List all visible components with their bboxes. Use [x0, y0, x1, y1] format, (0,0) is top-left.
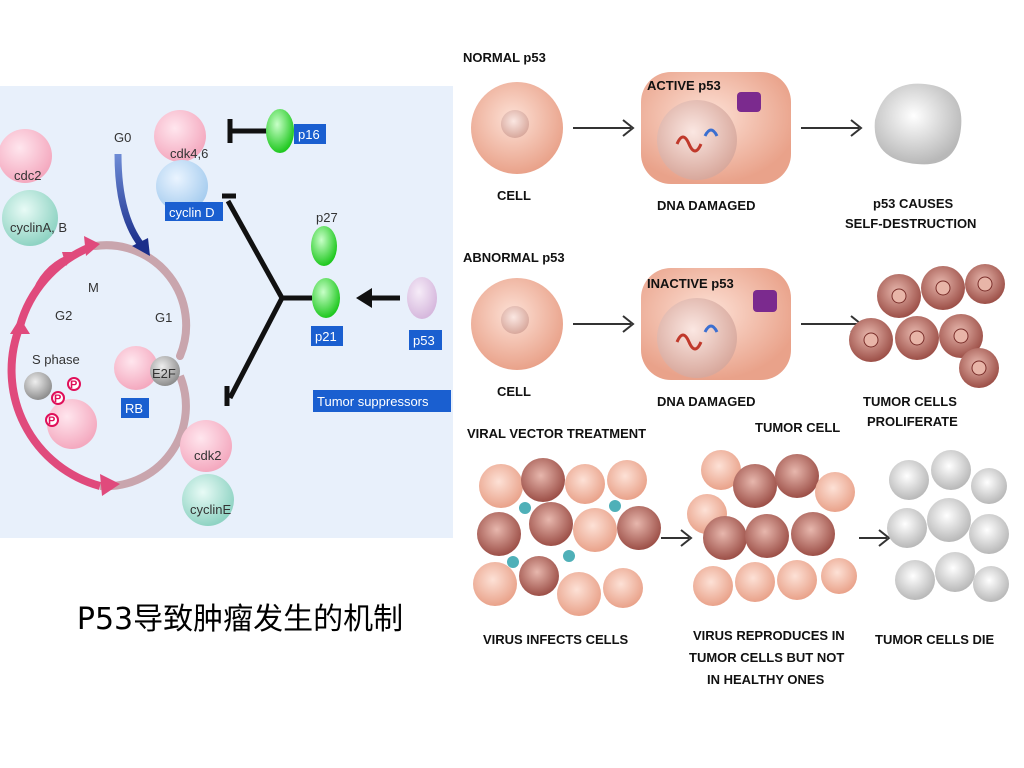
branch-lower	[227, 296, 285, 400]
reproduces-label-1: VIRUS REPRODUCES IN	[693, 628, 845, 643]
p21-label: p21	[315, 329, 337, 344]
cdc2-label: cdc2	[14, 168, 41, 183]
self-destruct-label-1: p53 CAUSES	[873, 196, 954, 211]
phospho-label-2: P	[54, 393, 61, 405]
cdk46-protein	[154, 110, 206, 162]
virus-reproducing-cells	[687, 450, 857, 606]
p53-label: p53	[413, 333, 435, 348]
cdk2-protein	[180, 420, 232, 472]
p27-protein	[311, 226, 337, 266]
p53-box	[409, 330, 442, 350]
abnormal-cell-nucleus	[501, 306, 529, 334]
damaged-nucleus-1	[657, 100, 737, 180]
rb-protein	[114, 346, 158, 390]
tumor-cell-label: TUMOR CELL	[755, 420, 840, 435]
p21-box	[311, 326, 343, 346]
reproduces-label-3: IN HEALTHY ONES	[707, 672, 825, 687]
cdk2-label: cdk2	[194, 448, 221, 463]
self-destruct-label-2: SELF-DESTRUCTION	[845, 216, 976, 231]
p16-protein	[266, 109, 294, 153]
virus-infects-label: VIRUS INFECTS CELLS	[483, 632, 629, 647]
active-p53-protein	[737, 92, 761, 112]
phase-g1: G1	[155, 310, 172, 325]
normal-cell-nucleus	[501, 110, 529, 138]
cyclin-e-protein	[182, 474, 234, 526]
cyclin-d-label: cyclin D	[169, 205, 215, 220]
phase-m: M	[88, 280, 99, 295]
inactive-p53-protein	[753, 290, 777, 312]
abnormal-cell-label: CELL	[497, 384, 531, 399]
active-p53-label: ACTIVE p53	[647, 78, 721, 93]
cycle-arrowhead-inner	[62, 252, 78, 266]
cell-cycle-diagram: G0 M G2 G1 S phase cdc2 cyclinA, B cdk4,…	[0, 86, 453, 538]
phospho-label-3: P	[48, 415, 55, 427]
cyclin-d-protein	[156, 160, 208, 212]
cycle-arc-left	[7, 324, 102, 490]
rb-box	[121, 398, 149, 418]
p16-label: p16	[298, 127, 320, 142]
cycle-arrowhead-left	[10, 318, 30, 334]
viral-heading: VIRAL VECTOR TREATMENT	[467, 426, 646, 441]
dead-tumor-cells	[887, 450, 1009, 602]
cycle-arc-g2	[16, 244, 90, 328]
cycle-arc-g1	[91, 241, 191, 360]
phase-s: S phase	[32, 352, 80, 367]
damaged-nucleus-2	[657, 298, 737, 378]
p53-fate-diagram: NORMAL p53 CELL ACTIVE p53 DNA DAMAGED p…	[463, 50, 1009, 687]
cycle-arrowhead-top	[84, 236, 100, 256]
dna-damaged-label-2: DNA DAMAGED	[657, 394, 755, 409]
s-phase-pink-protein	[47, 399, 97, 449]
normal-heading: NORMAL p53	[463, 50, 546, 65]
self-destruct-cell	[874, 83, 962, 165]
slide-title: P53导致肿瘤发生的机制	[76, 602, 404, 637]
reproduces-label-2: TUMOR CELLS BUT NOT	[689, 650, 844, 665]
g0-arrowhead	[132, 238, 150, 256]
cyclin-e-label: cyclinE	[190, 502, 232, 517]
s-phase-grey-protein	[24, 372, 52, 400]
branch-upper	[225, 199, 285, 300]
dna-damaged-label-1: DNA DAMAGED	[657, 198, 755, 213]
rb-label: RB	[125, 401, 143, 416]
cdc2-protein	[0, 129, 52, 183]
cyclin-d-box	[165, 202, 223, 221]
e2f-label: E2F	[152, 366, 176, 381]
tumor-suppressors-label: Tumor suppressors	[317, 394, 429, 409]
tumor-suppressors-box	[313, 390, 451, 412]
phase-g2: G2	[55, 308, 72, 323]
cycle-arc-inner	[31, 255, 70, 297]
cells-die-label: TUMOR CELLS DIE	[875, 632, 994, 647]
phase-g0: G0	[114, 130, 131, 145]
phospho-label-1: P	[70, 379, 77, 391]
proliferate-label-1: TUMOR CELLS	[863, 394, 957, 409]
p16-box	[294, 124, 326, 144]
cycle-arc-s	[99, 374, 190, 491]
g0-arrow	[114, 153, 145, 249]
normal-cell-label: CELL	[497, 188, 531, 203]
e2f-protein	[150, 356, 180, 386]
inactive-p53-label: INACTIVE p53	[647, 276, 734, 291]
p53-protein	[407, 277, 437, 319]
abnormal-heading: ABNORMAL p53	[463, 250, 565, 265]
proliferating-tumor-cells	[849, 264, 1005, 388]
cycle-arrowhead-bottom	[100, 474, 120, 496]
phospho-markers: P P P	[45, 377, 81, 427]
virus-infected-cells	[473, 458, 661, 616]
cyclin-ab-protein	[2, 190, 58, 246]
p53-arrowhead	[356, 288, 372, 308]
p21-protein	[312, 278, 340, 318]
cyclin-ab-label: cyclinA, B	[10, 220, 67, 235]
proliferate-label-2: PROLIFERATE	[867, 414, 958, 429]
cdk46-label: cdk4,6	[170, 146, 208, 161]
p27-label: p27	[316, 210, 338, 225]
